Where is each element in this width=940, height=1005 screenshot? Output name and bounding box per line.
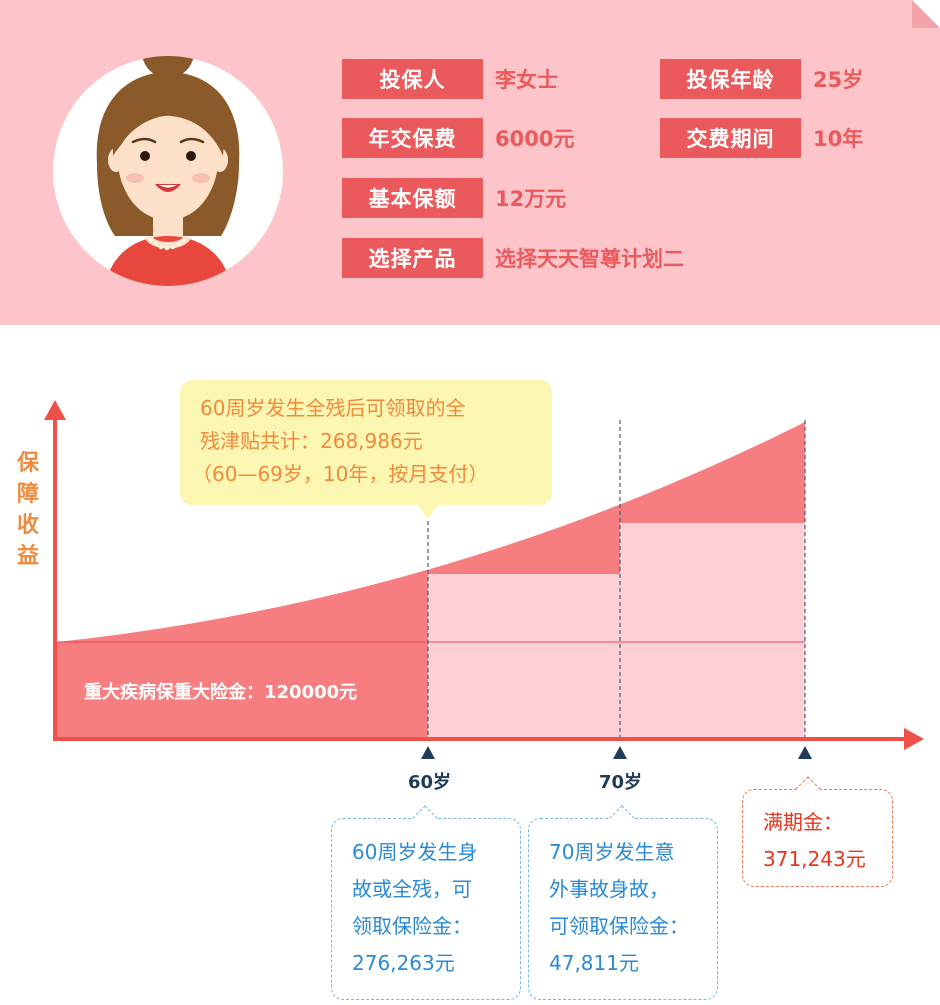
tick-60-marker-icon	[421, 746, 435, 759]
field-label: 投保人	[342, 59, 483, 99]
y-axis-label: 保障收益	[16, 451, 39, 569]
field-label: 交费期间	[660, 118, 801, 158]
note-amount: 47,811元	[549, 951, 639, 975]
field-label: 投保年龄	[660, 59, 801, 99]
woman-avatar-icon	[96, 56, 240, 286]
field-label: 年交保费	[342, 118, 483, 158]
field-annual-premium: 年交保费 6000元	[342, 116, 574, 160]
benefit-block-60-70	[428, 574, 620, 739]
field-label: 选择产品	[342, 238, 483, 278]
field-value: 25岁	[813, 68, 864, 92]
critical-illness-label: 重大疾病保重大险金：120000元	[84, 682, 358, 703]
x-axis-arrow-icon	[904, 728, 924, 750]
tick-label-70: 70岁	[599, 772, 643, 793]
field-label: 基本保额	[342, 178, 483, 218]
accidental-death-note-70: 70周岁发生意 外事故身故， 可领取保险金： 47,811元	[528, 805, 718, 1000]
disability-allowance-note: 60周岁发生全残后可领取的全 残津贴共计：268,986元 （60—69岁，10…	[180, 380, 552, 519]
note-line: 60周岁发生身	[352, 840, 478, 864]
note-line: 70周岁发生意	[549, 840, 675, 864]
death-or-disability-note-60: 60周岁发生身 故或全残，可 领取保险金： 276,263元	[331, 805, 521, 1000]
note-line: 60周岁发生全残后可领取的全	[200, 396, 466, 420]
note-line: 外事故身故，	[549, 877, 669, 901]
tick-70-marker-icon	[613, 746, 627, 759]
tick-maturity-marker-icon	[798, 746, 812, 759]
note-line: 领取保险金：	[352, 914, 472, 938]
benefit-block-70-maturity	[620, 523, 805, 739]
note-line: 故或全残，可	[352, 877, 472, 901]
note-line: 可领取保险金：	[549, 914, 689, 938]
field-value: 李女士	[495, 68, 558, 92]
page-fold-cutout	[912, 0, 940, 28]
field-value: 10年	[813, 127, 864, 151]
note-line: 满期金：	[763, 810, 843, 834]
policy-info-panel: 投保人 李女士 投保年龄 25岁 年交保费 6000元 交费期间 10年 基本保…	[0, 0, 940, 325]
field-policyholder: 投保人 李女士	[342, 57, 558, 101]
field-value: 6000元	[495, 127, 575, 151]
field-product: 选择产品 选择天天智尊计划二	[342, 236, 684, 280]
avatar	[53, 56, 283, 286]
field-payment-period: 交费期间 10年	[660, 116, 863, 160]
note-line: （60—69岁，10年，按月支付）	[192, 462, 489, 486]
maturity-benefit-note: 满期金： 371,243元	[742, 776, 893, 887]
y-axis-arrow-icon	[44, 400, 66, 420]
note-amount: 276,263元	[352, 951, 455, 975]
note-line: 残津贴共计：268,986元	[200, 429, 423, 453]
field-value: 选择天天智尊计划二	[495, 247, 684, 271]
tick-label-60: 60岁	[408, 772, 452, 793]
field-basic-amount: 基本保额 12万元	[342, 176, 566, 220]
note-amount: 371,243元	[763, 847, 866, 871]
field-value: 12万元	[495, 187, 567, 211]
benefit-curve-area	[57, 422, 805, 739]
field-insured-age: 投保年龄 25岁	[660, 57, 863, 101]
